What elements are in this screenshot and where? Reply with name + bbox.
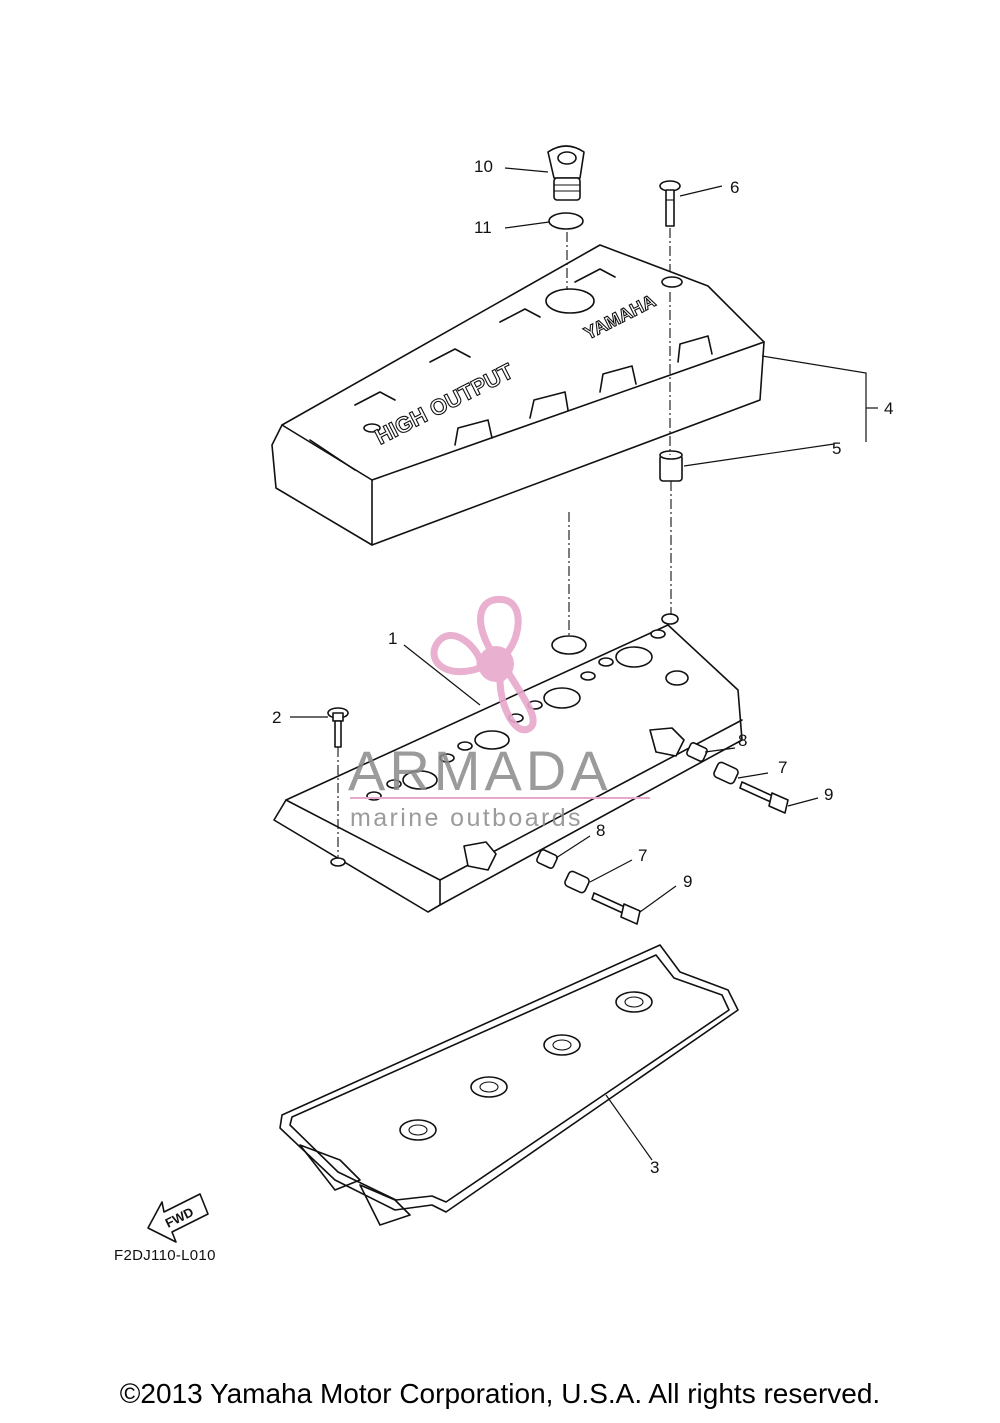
o-ring — [548, 212, 584, 230]
callout-6: 6 — [730, 178, 739, 197]
callout-8-lower: 8 — [596, 821, 605, 840]
cover-screw — [659, 180, 681, 227]
callout-3: 3 — [650, 1158, 659, 1177]
watermark-brand: ARMADA — [348, 739, 612, 802]
gasket — [279, 944, 739, 1226]
callout-5: 5 — [832, 439, 841, 458]
propeller-logo-icon — [430, 595, 537, 734]
cylinder-head-cover: HIGH OUTPUT YAMAHA — [271, 244, 765, 546]
watermark: ARMADA marine outboards — [348, 595, 650, 832]
copyright-notice: ©2013 Yamaha Motor Corporation, U.S.A. A… — [119, 1378, 881, 1409]
callout-7-upper: 7 — [778, 758, 787, 777]
callout-2: 2 — [272, 708, 281, 727]
callout-10: 10 — [474, 157, 493, 176]
fwd-arrow: FWD — [147, 1193, 209, 1243]
callout-9-lower: 9 — [683, 872, 692, 891]
leader-lines — [290, 167, 878, 1161]
collar — [659, 450, 683, 482]
callout-9-upper: 9 — [824, 785, 833, 804]
callout-8-upper: 8 — [738, 731, 747, 750]
oil-filler-cap — [547, 145, 585, 201]
callout-11: 11 — [474, 218, 492, 237]
watermark-tagline: marine outboards — [350, 804, 583, 832]
bolt-long — [327, 707, 349, 748]
alignment-lines — [337, 228, 672, 858]
damper-set-lower — [536, 849, 641, 925]
callout-7-lower: 7 — [638, 846, 647, 865]
callouts: 10 11 6 4 5 1 2 8 7 9 8 7 9 3 — [272, 157, 893, 1177]
callout-1: 1 — [388, 629, 397, 648]
damper-set-upper — [686, 742, 789, 814]
callout-4: 4 — [884, 399, 893, 418]
figure-code: F2DJ110-L010 — [114, 1247, 216, 1264]
